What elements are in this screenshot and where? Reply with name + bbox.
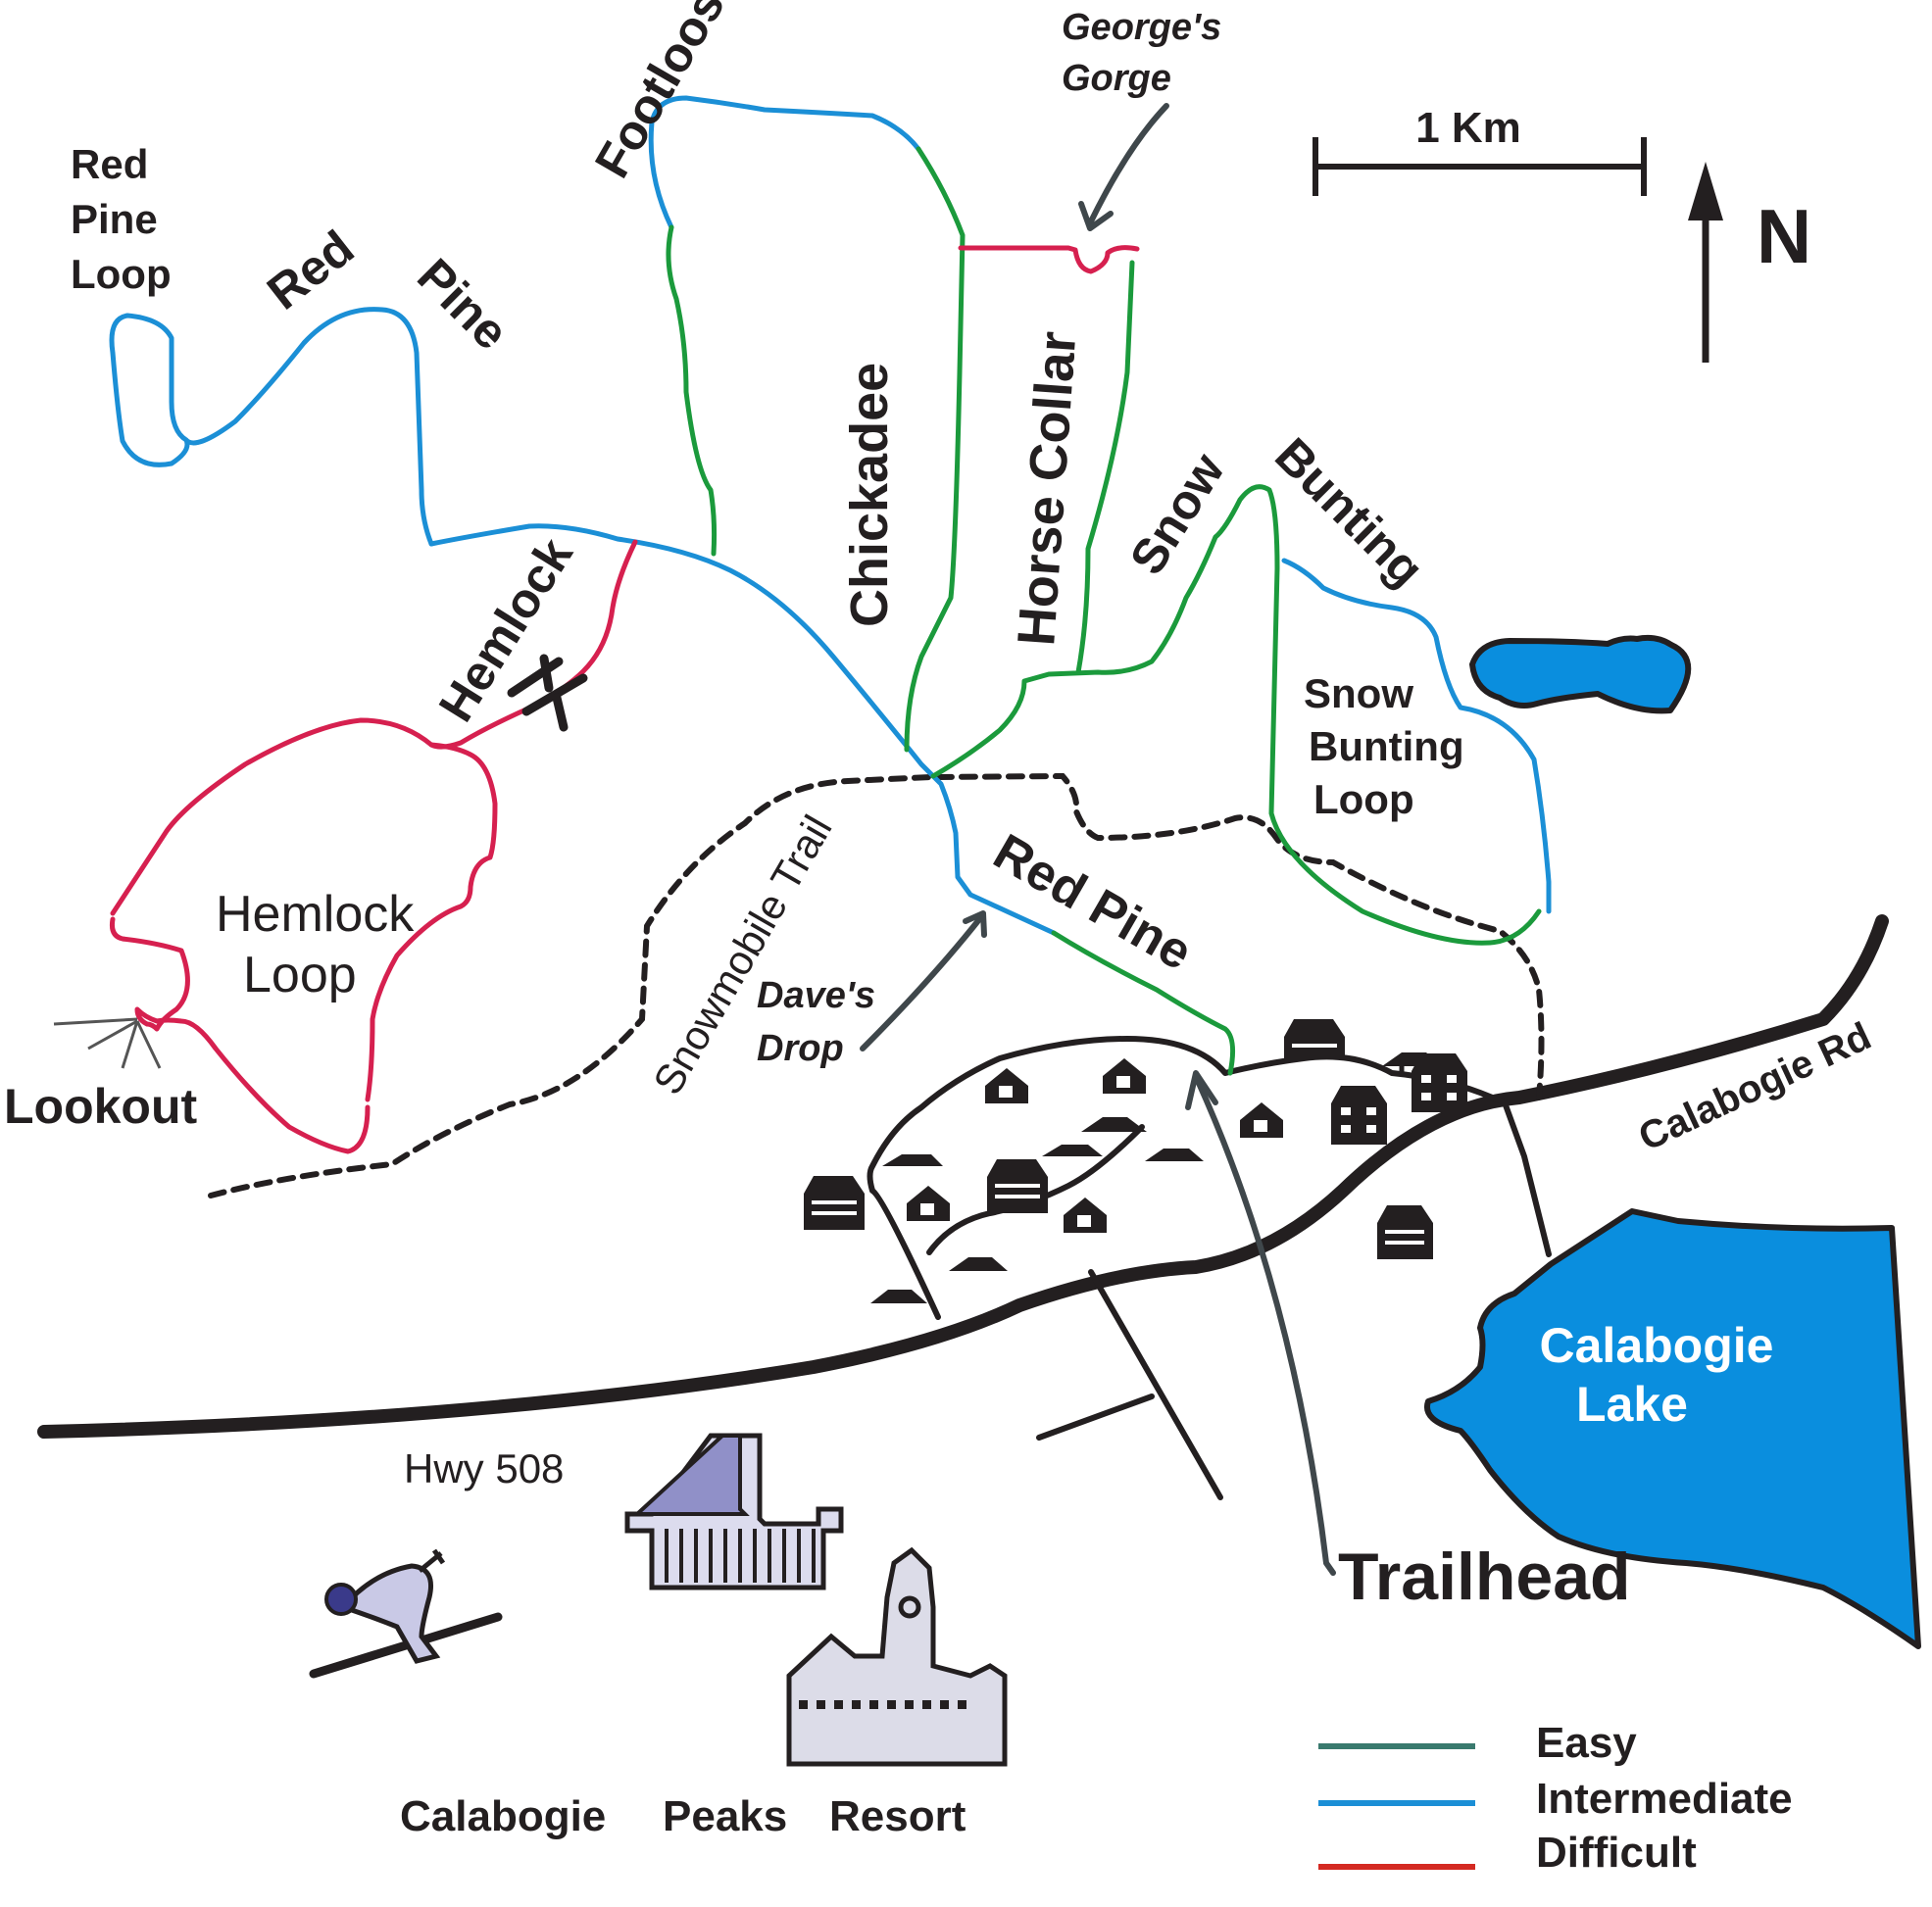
daves-drop-arrow xyxy=(860,915,983,1051)
skier-icon xyxy=(309,1548,503,1679)
trail-easy-horse-collar xyxy=(930,260,1542,946)
calabogie-lake xyxy=(1423,1208,1921,1649)
chairlift-icon xyxy=(624,1433,844,1590)
label-resort-3: Resort xyxy=(829,1792,966,1840)
scale-bar xyxy=(1313,137,1647,196)
label-red-pine-north-2: Pine xyxy=(407,248,519,360)
scale-label: 1 Km xyxy=(1415,104,1521,152)
north-arrow-icon xyxy=(1688,162,1723,363)
label-lake-1: Calabogie xyxy=(1540,1318,1774,1373)
north-label: N xyxy=(1757,193,1811,279)
label-snow-bunting-loop-3: Loop xyxy=(1313,776,1414,822)
label-snow-bunting-loop-1: Snow xyxy=(1304,670,1413,716)
trails xyxy=(109,95,1552,1154)
label-georges-gorge-2: Gorge xyxy=(1062,58,1171,99)
trail-intermediate-red-pine xyxy=(109,307,434,547)
legend: Easy Intermediate Difficult xyxy=(1318,1719,1793,1877)
legend-label-intermediate: Intermediate xyxy=(1536,1775,1793,1823)
label-snow-bunting-1: Snow xyxy=(1119,444,1235,584)
resort-building-icon xyxy=(786,1546,1008,1767)
label-snow-bunting-2: Bunting xyxy=(1264,427,1434,597)
georges-gorge-arrow xyxy=(1087,103,1169,226)
label-hemlock-loop-2: Loop xyxy=(243,947,357,1003)
lookout-rays-icon xyxy=(53,1017,162,1069)
label-red-pine-loop-3: Loop xyxy=(71,251,172,297)
pointer-arrows xyxy=(860,103,1336,1576)
label-red-pine-loop-2: Pine xyxy=(71,196,158,242)
label-lookout: Lookout xyxy=(4,1079,198,1134)
label-trailhead: Trailhead xyxy=(1338,1540,1631,1614)
label-hemlock-loop-1: Hemlock xyxy=(216,886,415,943)
legend-label-easy: Easy xyxy=(1536,1719,1637,1767)
label-daves-drop-1: Dave's xyxy=(757,975,875,1016)
roads xyxy=(37,914,1889,1500)
label-georges-gorge-1: George's xyxy=(1062,7,1221,48)
trail-intermediate-snow-bunting-loop xyxy=(1281,558,1552,914)
label-lake-2: Lake xyxy=(1576,1377,1688,1432)
label-horse-collar: Horse Collar xyxy=(1007,329,1087,648)
label-red-pine-loop-1: Red xyxy=(71,141,148,187)
trail-difficult-georges-gorge xyxy=(958,245,1140,274)
label-footloose: Footloose xyxy=(584,0,749,187)
label-red-pine-loop: Red Pine Loop xyxy=(71,141,172,297)
houses xyxy=(804,1019,1467,1303)
label-chickadee: Chickadee xyxy=(840,363,899,627)
small-pond xyxy=(1469,634,1692,714)
label-daves-drop-2: Drop xyxy=(757,1028,844,1069)
label-resort-2: Peaks xyxy=(663,1792,787,1840)
legend-label-difficult: Difficult xyxy=(1536,1829,1697,1877)
trail-difficult-hemlock-loop xyxy=(110,717,498,1154)
trail-easy-footloose xyxy=(666,224,718,557)
label-snow-bunting-loop-2: Bunting xyxy=(1309,723,1464,769)
trail-intermediate-footloose xyxy=(648,95,921,230)
label-hwy-508: Hwy 508 xyxy=(404,1445,564,1491)
trailhead-arrow xyxy=(1195,1078,1336,1576)
label-red-pine-north-1: Red xyxy=(257,220,364,319)
trail-easy-chickadee xyxy=(904,146,966,753)
trail-easy-red-pine-south xyxy=(1051,930,1236,1076)
label-resort-1: Calabogie xyxy=(400,1792,606,1840)
snowmobile-trail-path xyxy=(208,772,1545,1198)
bridge-icon xyxy=(507,654,588,732)
